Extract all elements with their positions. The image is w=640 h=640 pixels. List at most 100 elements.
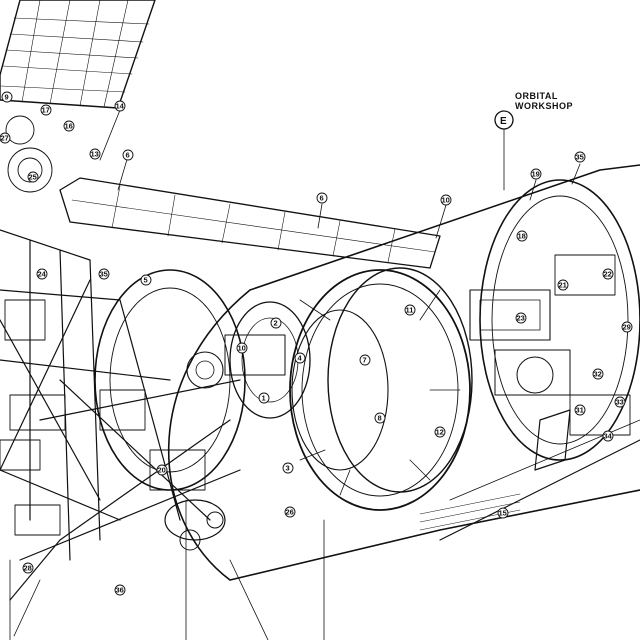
- callout-number: 8: [378, 414, 382, 423]
- callout-number: 6: [320, 194, 324, 203]
- callout-circle: [530, 168, 542, 180]
- callout-circle: [434, 426, 446, 438]
- callout-number: 15: [499, 509, 507, 518]
- callout-circle: [621, 321, 633, 333]
- callout-number: 28: [24, 564, 32, 573]
- solar-array-panel: [0, 0, 156, 109]
- callout-circle: [40, 104, 52, 116]
- callout-circle: [497, 507, 509, 519]
- atm-truss-structure: [0, 229, 241, 601]
- callout-number: 31: [576, 406, 584, 415]
- callout-7: 7: [359, 354, 371, 366]
- callout-number: 29: [623, 323, 631, 332]
- callout-29: 29: [621, 321, 633, 333]
- callout-circle: [122, 149, 134, 161]
- callout-circle: [236, 342, 248, 354]
- callout-36: 36: [114, 584, 126, 596]
- callout-number: 4: [298, 354, 303, 363]
- callout-circle: [592, 368, 604, 380]
- callout-number: 7: [363, 356, 367, 365]
- callout-number: 10: [238, 344, 246, 353]
- callout-1: 1: [258, 392, 270, 404]
- callout-circle: [89, 148, 101, 160]
- callout-16: 16: [63, 120, 75, 132]
- callout-number: 3: [286, 464, 290, 473]
- atm-solar-wing: [59, 177, 441, 269]
- callout-circle: [404, 304, 416, 316]
- callout-28: 28: [22, 562, 34, 574]
- section-letter: E: [500, 116, 507, 127]
- callout-circle: [574, 404, 586, 416]
- callout-circle: [374, 412, 386, 424]
- callout-2: 2: [270, 317, 282, 329]
- callout-circle: [36, 268, 48, 280]
- callout-number: 25: [29, 173, 37, 182]
- callout-number: 9: [5, 93, 9, 102]
- callout-circle: [0, 132, 11, 144]
- callout-number: 26: [286, 508, 294, 517]
- callout-14: 14: [114, 100, 126, 112]
- callout-8: 8: [374, 412, 386, 424]
- callout-10b: 10: [440, 194, 452, 206]
- callout-20: 20: [156, 464, 168, 476]
- callout-circle: [258, 392, 270, 404]
- callout-9: 9: [1, 91, 13, 103]
- callout-34: 34: [602, 430, 614, 442]
- callout-circle: [114, 100, 126, 112]
- callout-circle: [516, 230, 528, 242]
- callout-number: 1: [262, 394, 266, 403]
- callout-circle: [614, 396, 626, 408]
- callout-number: 10: [442, 196, 450, 205]
- callout-circle: [140, 274, 152, 286]
- callout-4: 4: [294, 352, 306, 364]
- callout-15: 15: [497, 507, 509, 519]
- callout-number: 22: [604, 270, 612, 279]
- callout-circle: [359, 354, 371, 366]
- callout-circle: [156, 464, 168, 476]
- callout-number: 35: [576, 153, 584, 162]
- callout-27: 27: [0, 132, 11, 144]
- callout-circle: [282, 462, 294, 474]
- callout-18: 18: [516, 230, 528, 242]
- callout-35a: 35: [98, 268, 110, 280]
- callout-number: 32: [594, 370, 602, 379]
- callout-circle: [602, 268, 614, 280]
- callout-number: 5: [144, 276, 148, 285]
- truss-equipment-boxes: [0, 115, 206, 536]
- callout-24a: 24: [36, 268, 48, 280]
- section-title-line2: WORKSHOP: [515, 101, 573, 111]
- callout-number: 19: [532, 170, 540, 179]
- callout-number: 11: [406, 306, 414, 315]
- callout-number: 12: [436, 428, 444, 437]
- callout-number: 34: [604, 432, 613, 441]
- callout-circle: [114, 584, 126, 596]
- callout-number: 24: [38, 270, 47, 279]
- callout-6a: 6: [122, 149, 134, 161]
- callout-13: 13: [89, 148, 101, 160]
- callout-circle: [294, 352, 306, 364]
- callout-number: 23: [517, 314, 525, 323]
- callout-21: 21: [557, 279, 569, 291]
- callout-22: 22: [602, 268, 614, 280]
- callout-circle: [98, 268, 110, 280]
- callout-circle: [22, 562, 34, 574]
- callout-circle: [602, 430, 614, 442]
- callout-circle: [270, 317, 282, 329]
- callout-number: 21: [559, 281, 567, 290]
- callout-6b: 6: [316, 192, 328, 204]
- callout-25: 25: [27, 171, 39, 183]
- callout-10a: 10: [236, 342, 248, 354]
- callout-number: 14: [116, 102, 125, 111]
- callout-number: 18: [518, 232, 526, 241]
- callout-circle: [574, 151, 586, 163]
- callout-31: 31: [574, 404, 586, 416]
- callout-markers: 9 17 14 16 27 13 25 6 35 24 5 10 2 1 11 …: [0, 91, 633, 596]
- callout-3: 3: [282, 462, 294, 474]
- airlock-module: [94, 269, 311, 551]
- callout-number: 13: [91, 150, 99, 159]
- callout-number: 6: [126, 151, 130, 160]
- callout-23: 23: [515, 312, 527, 324]
- callout-number: 35: [100, 270, 108, 279]
- callout-number: 2: [274, 319, 278, 328]
- section-title-line1: ORBITAL: [515, 91, 558, 101]
